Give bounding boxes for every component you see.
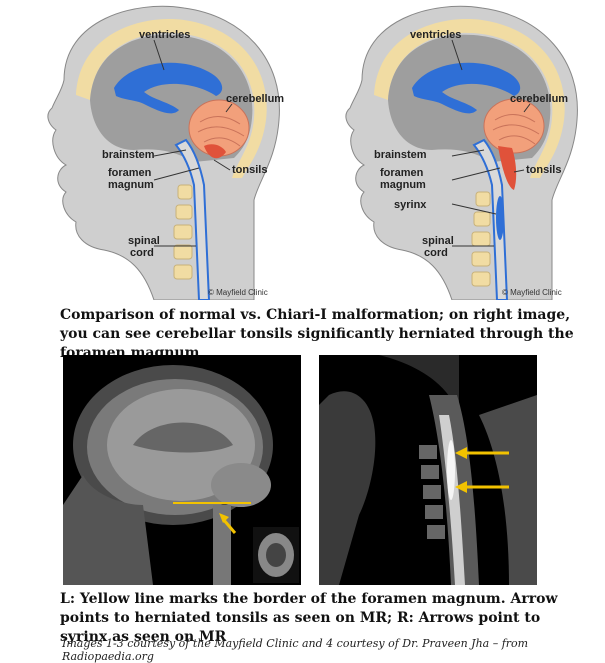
copyright-mayfield: © Mayfield Clinic	[208, 288, 268, 297]
label-magnum: magnum	[108, 179, 154, 191]
label-foramen: foramen	[108, 167, 152, 179]
label-magnum: magnum	[380, 179, 426, 191]
label-cerebellum: cerebellum	[510, 93, 568, 105]
label-cord: cord	[424, 247, 448, 259]
label-brainstem: brainstem	[374, 149, 427, 161]
normal-anatomy-illustration: ventricles cerebellum brainstem tonsils …	[4, 0, 304, 301]
label-brainstem: brainstem	[102, 149, 155, 161]
label-spinal: spinal	[128, 235, 160, 247]
chiari-anatomy-illustration: ventricles cerebellum brainstem tonsils …	[302, 0, 602, 301]
label-tonsils: tonsils	[526, 164, 561, 176]
label-tonsils: tonsils	[232, 164, 267, 176]
label-cord: cord	[130, 247, 154, 259]
label-ventricles: ventricles	[139, 29, 190, 41]
label-spinal: spinal	[422, 235, 454, 247]
label-ventricles: ventricles	[410, 29, 461, 41]
label-foramen: foramen	[380, 167, 424, 179]
caption-bottom: L: Yellow line marks the border of the f…	[60, 591, 558, 645]
label-syrinx: syrinx	[394, 199, 427, 211]
mri-sagittal-t1	[63, 355, 301, 585]
mri-sagittal-t2	[319, 355, 537, 585]
caption-top: Comparison of normal vs. Chiari-I malfor…	[60, 307, 574, 361]
image-credit: Images 1-3 courtesy of the Mayfield Clin…	[62, 637, 529, 663]
label-cerebellum: cerebellum	[226, 93, 284, 105]
copyright-mayfield: © Mayfield Clinic	[502, 288, 562, 297]
